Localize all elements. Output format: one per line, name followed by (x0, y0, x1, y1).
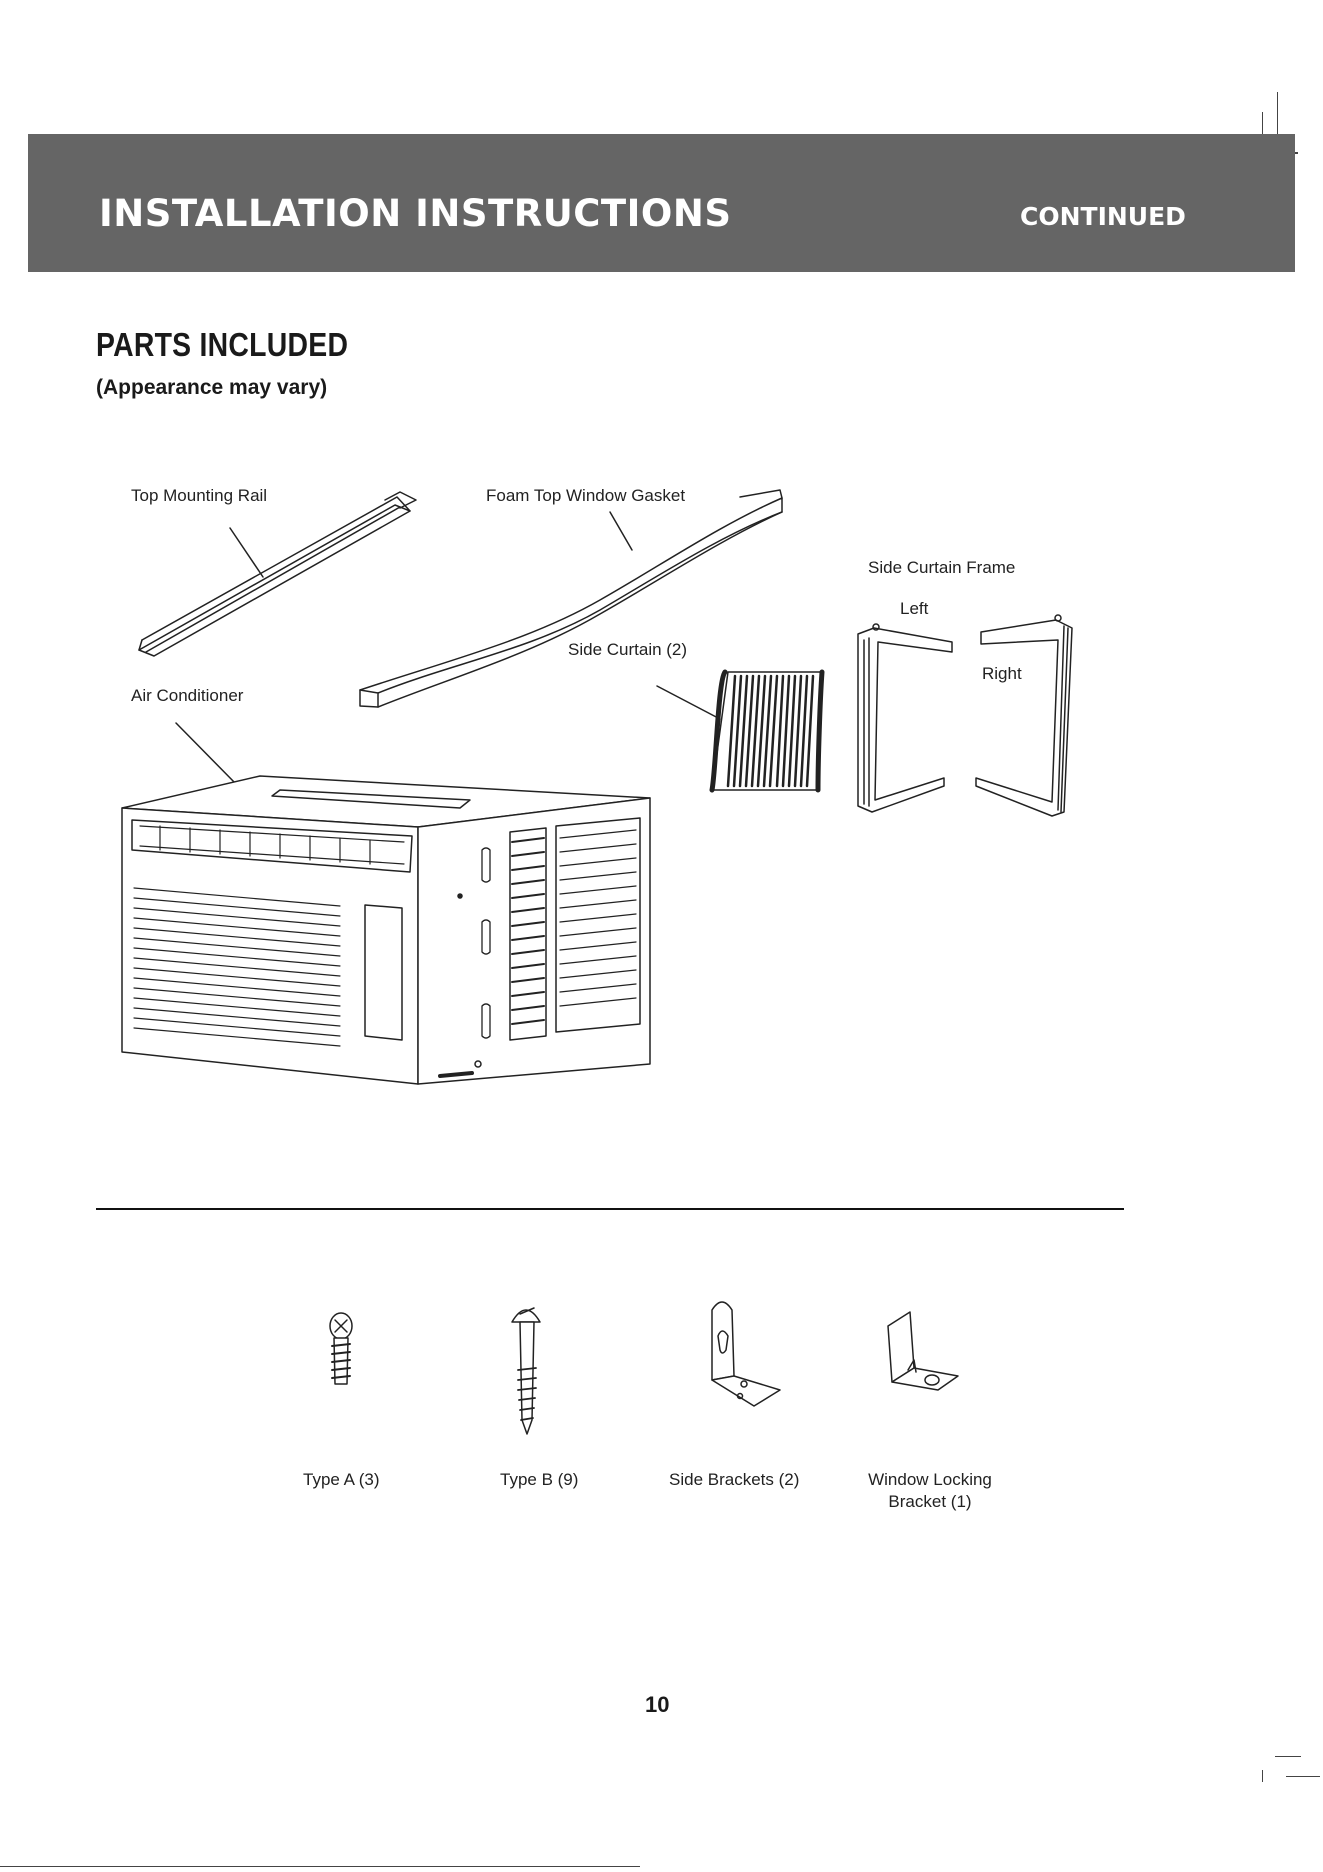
side-brackets-label: Side Brackets (2) (669, 1470, 799, 1490)
side-curtain-frame-label: Side Curtain Frame (868, 558, 1015, 578)
foam-gasket-label: Foam Top Window Gasket (486, 486, 685, 506)
type-a-screw-drawing (330, 1313, 352, 1384)
section-divider (96, 1208, 1124, 1210)
side-curtain-label: Side Curtain (2) (568, 640, 687, 660)
frame-right-label: Right (982, 664, 1022, 684)
type-a-label: Type A (3) (303, 1470, 380, 1490)
window-locking-label: Window Locking Bracket (1) (860, 1470, 1000, 1512)
side-bracket-drawing (712, 1302, 780, 1406)
window-locking-label-line2: Bracket (1) (860, 1492, 1000, 1512)
side-curtain-frame-right-drawing (976, 615, 1072, 816)
side-curtain-frame-left-drawing (858, 624, 952, 812)
air-conditioner-label: Air Conditioner (131, 686, 243, 706)
frame-left-label: Left (900, 599, 928, 619)
top-mounting-rail-label: Top Mounting Rail (131, 486, 267, 506)
foam-gasket-drawing (360, 490, 782, 707)
window-locking-bracket-drawing (888, 1312, 958, 1390)
page-number: 10 (645, 1692, 669, 1718)
top-mounting-rail-drawing (139, 492, 416, 656)
side-curtain-drawing (657, 672, 822, 790)
window-locking-label-line1: Window Locking (860, 1470, 1000, 1490)
type-b-label: Type B (9) (500, 1470, 578, 1490)
type-b-screw-drawing (512, 1308, 540, 1434)
air-conditioner-drawing (122, 723, 650, 1084)
